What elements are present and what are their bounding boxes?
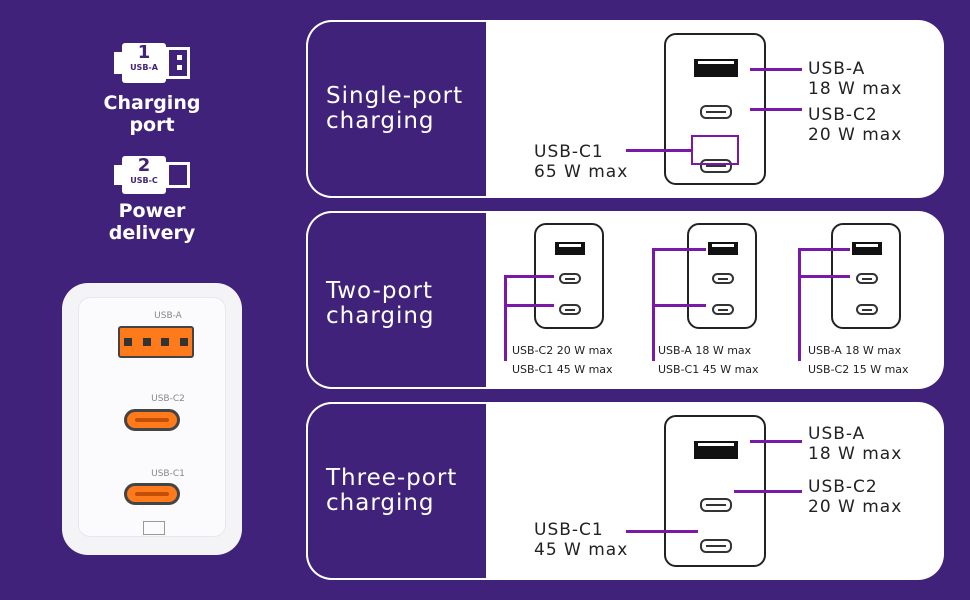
usb-c1-port-icon [559,304,581,315]
usb-c1-port-icon [712,304,734,315]
usb-c2-max: 20 W max [808,497,903,517]
usb-a-label: USB-A [808,59,866,79]
usb-c1-max: 65 W max [534,162,629,182]
combo1-line1: USB-C2 20 W max [512,344,613,357]
usb-c1-max: 45 W max [534,540,629,560]
usb-a-port-icon [555,242,585,255]
charging-port-label: Charging port [103,92,201,136]
usb-c-icon: 2 USB-C [122,156,166,194]
usb-a-port-icon [852,242,882,255]
usb-c2-port-icon [712,273,734,284]
usb-c2-max: 20 W max [808,125,903,145]
usb-c2-connector-line [734,490,802,493]
usb-c2-port-icon [559,273,581,284]
usb-a-icon: 1 USB-A [122,43,166,83]
usb-c2-port-icon [856,273,878,284]
usb-c1-label: USB-C1 [534,142,604,162]
three-port-panel: Three-port charging USB-A 18 W max USB-C… [306,402,944,580]
plug-tip [114,52,122,74]
bracket-top [798,248,850,251]
usb-c1-connector-line [626,149,691,152]
usb-c2-label: USB-C2 [808,105,878,125]
two-port-title: Two-port charging [326,278,435,329]
led-indicator [143,521,165,535]
charger-diagram [687,223,757,329]
bracket-vertical [798,248,801,361]
usb-a-port-icon [708,242,738,255]
usb-a-connector [166,47,190,79]
product-usb-c2-port [124,409,180,431]
plug-tip [114,165,122,185]
single-port-panel: Single-port charging USB-A 18 W max USB-… [306,20,944,198]
product-usb-a-label: USB-A [154,311,182,321]
three-port-title: Three-port charging [326,465,458,516]
two-port-panel: Two-port charging USB-C2 20 W max USB-C1… [306,211,944,389]
usb-a-label: USB-A [808,424,866,444]
usb-c-connector [166,162,190,188]
bracket-bottom [798,275,850,278]
single-port-title: Single-port charging [326,83,464,134]
usb-c1-label: USB-C1 [534,520,604,540]
bracket-bottom [652,304,706,307]
usb-c2-port-icon [700,105,732,119]
usb-c2-port-icon [700,498,732,512]
product-usb-c1-label: USB-C1 [151,469,185,479]
combo3-line1: USB-A 18 W max [808,344,902,357]
usb-a-max: 18 W max [808,79,903,99]
usb-a-port-icon [694,59,738,77]
usb-c1-port-icon [700,159,732,173]
combo3-line2: USB-C2 15 W max [808,363,909,376]
bracket-vertical [504,275,507,361]
usb-c1-connector-line [626,530,698,533]
bracket-top [504,275,554,278]
bracket-bottom [504,304,554,307]
usb-c1-highlight [691,135,739,165]
usb-c1-port-icon [700,539,732,553]
usb-c2-label: USB-C2 [808,477,878,497]
charger-product-image: USB-A USB-C2 USB-C1 [62,283,242,555]
product-usb-c2-label: USB-C2 [151,394,185,404]
charger-diagram [664,33,766,185]
power-delivery-label: Power delivery [108,200,196,244]
usb-a-connector-line [750,68,802,71]
product-usb-a-port [118,326,194,358]
usb-c2-connector-line [750,108,802,111]
usb-a-port-icon [694,441,738,459]
bracket-top [652,248,706,251]
usb-c1-port-icon [856,304,878,315]
product-usb-c1-port [124,483,180,505]
combo2-line2: USB-C1 45 W max [658,363,759,376]
usb-a-connector-line [750,440,802,443]
combo2-line1: USB-A 18 W max [658,344,752,357]
usb-a-max: 18 W max [808,444,903,464]
combo1-line2: USB-C1 45 W max [512,363,613,376]
